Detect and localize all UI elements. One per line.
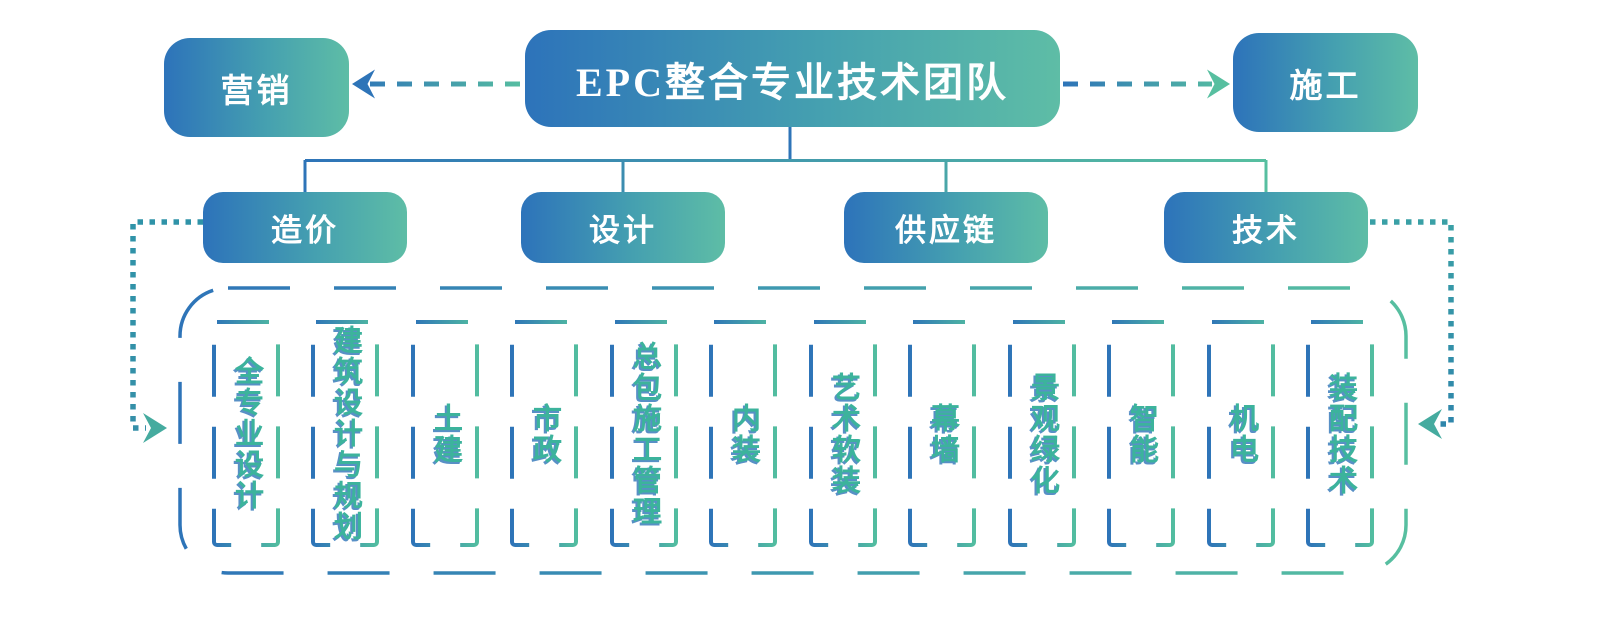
unit-border-1 xyxy=(311,320,379,547)
node-construction-label: 施工 xyxy=(1289,68,1362,105)
unit-border-10 xyxy=(1207,320,1275,547)
node-design-label: 设计 xyxy=(589,213,657,248)
unit-border-9 xyxy=(1107,320,1175,547)
unit-full-discipline-design: 全专业设计 xyxy=(230,356,263,511)
unit-art-soft-decoration: 艺术软装 xyxy=(827,371,860,496)
unit-border-11 xyxy=(1306,320,1374,547)
unit-border-4 xyxy=(610,320,678,547)
unit-architectural-design-planning: 建筑设计与规划 xyxy=(329,325,362,542)
unit-border-2 xyxy=(411,320,479,547)
node-technology: 技术 xyxy=(1164,192,1368,263)
node-technology-label: 技术 xyxy=(1232,213,1300,248)
unit-intelligent-systems: 智能 xyxy=(1125,402,1158,465)
units-container-border xyxy=(178,286,1408,575)
node-design: 设计 xyxy=(521,192,725,263)
arrowhead-down-left-icon xyxy=(143,413,167,443)
dashed-arrow-right xyxy=(1063,69,1230,99)
node-marketing: 营销 xyxy=(164,38,349,137)
unit-general-contracting-mgmt: 总包施工管理 xyxy=(628,340,661,527)
unit-mechanical-electrical: 机电 xyxy=(1225,402,1258,465)
arrowhead-left-icon xyxy=(352,69,375,99)
unit-border-6 xyxy=(809,320,877,547)
tree-connector xyxy=(303,127,1268,192)
unit-border-0 xyxy=(212,320,280,547)
unit-borders xyxy=(212,320,1374,547)
dotted-path-left xyxy=(130,219,203,443)
unit-prefab-technology: 装配技术 xyxy=(1324,371,1357,496)
dashed-arrow-left xyxy=(352,69,522,99)
unit-border-5 xyxy=(709,320,777,547)
node-cost-label: 造价 xyxy=(271,213,339,248)
unit-border-8 xyxy=(1008,320,1076,547)
unit-civil-works: 土建 xyxy=(429,402,462,465)
unit-municipal: 市政 xyxy=(528,402,561,465)
unit-landscape-greening: 景观绿化 xyxy=(1026,371,1059,496)
node-supply-chain-label: 供应链 xyxy=(895,213,997,248)
unit-interior-finishing: 内装 xyxy=(727,402,760,465)
unit-curtain-wall: 幕墙 xyxy=(926,402,959,465)
unit-border-3 xyxy=(510,320,578,547)
node-construction: 施工 xyxy=(1233,33,1418,132)
arrowhead-down-right-icon xyxy=(1418,409,1442,439)
root-node: EPC整合专业技术团队 xyxy=(525,30,1060,127)
unit-border-7 xyxy=(908,320,976,547)
root-node-label: EPC整合专业技术团队 xyxy=(576,59,1009,105)
node-cost: 造价 xyxy=(203,192,407,263)
node-supply-chain: 供应链 xyxy=(844,192,1048,263)
arrowhead-right-icon xyxy=(1207,69,1230,99)
node-marketing-label: 营销 xyxy=(220,73,293,110)
dotted-path-right xyxy=(1370,219,1454,439)
